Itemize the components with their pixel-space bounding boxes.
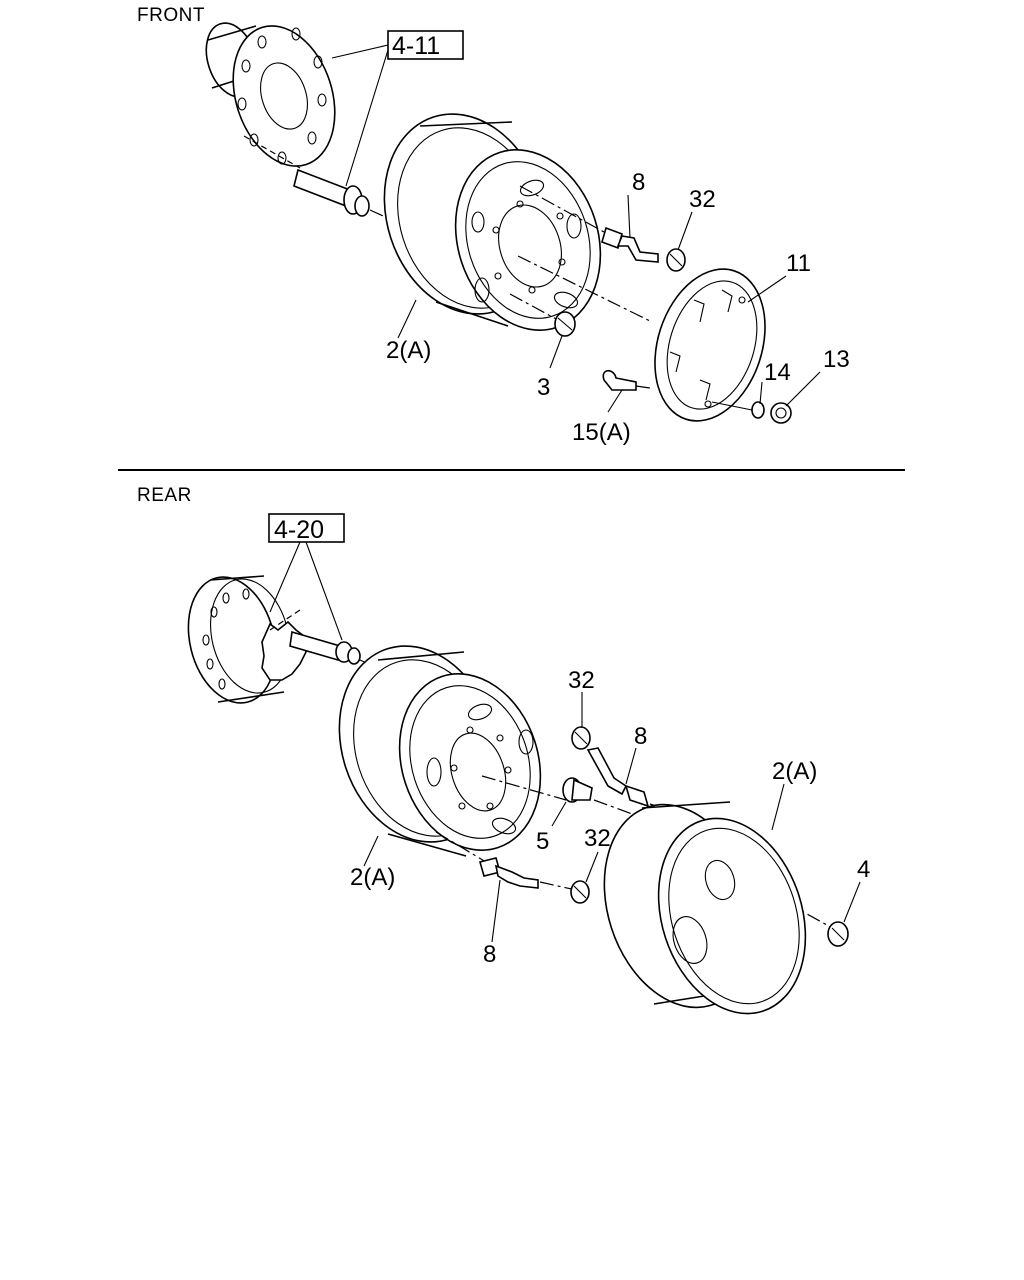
front-hub-stud (293, 168, 393, 221)
rear-valve-cap-bottom (570, 880, 590, 904)
front-hub (205, 22, 336, 169)
front-ornament (654, 268, 766, 422)
front-valve-cap-callout: 32 (689, 186, 716, 213)
rear-valve-cap-top-callout: 32 (568, 667, 595, 694)
front-washer-callout: 14 (764, 359, 791, 386)
front-bolt-callout: 15(A) (572, 419, 631, 446)
rear-valve-top (586, 747, 650, 808)
front-section-label: FRONT (137, 5, 205, 26)
rear-valve-top-callout: 8 (634, 723, 647, 750)
rear-inner-nut (562, 777, 593, 803)
rear-outer-nut-callout: 4 (857, 856, 870, 883)
rear-valve-bottom (479, 857, 539, 889)
rear-section-label: REAR (137, 485, 192, 506)
front-valve-cap (666, 248, 686, 272)
rear-valve-bottom-callout: 8 (483, 941, 496, 968)
rear-outer-wheel (603, 801, 807, 1015)
front-ornament-callout: 11 (786, 250, 811, 277)
front-bolt (602, 369, 651, 391)
rear-hub-stud (289, 630, 387, 673)
front-nut-callout: 3 (537, 374, 550, 401)
rear-valve-cap-top (571, 726, 591, 750)
front-ornament-nut-callout: 13 (823, 346, 850, 373)
rear-valve-cap-bottom-callout: 32 (584, 825, 611, 852)
front-hub-ref: 4-11 (392, 32, 440, 60)
rear-hub (187, 575, 307, 704)
rear-outer-wheel-callout: 2(A) (772, 758, 817, 785)
rear-outer-nut (827, 921, 849, 947)
rear-inner-nut-callout: 5 (536, 828, 549, 855)
rear-inner-wheel (338, 645, 542, 857)
front-wheel (383, 113, 602, 331)
front-washer (751, 401, 765, 419)
front-valve-callout: 8 (632, 169, 645, 196)
front-nut (554, 311, 576, 337)
front-valve (601, 226, 659, 263)
rear-inner-wheel-callout: 2(A) (350, 864, 395, 891)
front-wheel-callout: 2(A) (386, 337, 431, 364)
rear-hub-ref: 4-20 (274, 516, 324, 544)
front-ornament-nut (770, 402, 792, 424)
